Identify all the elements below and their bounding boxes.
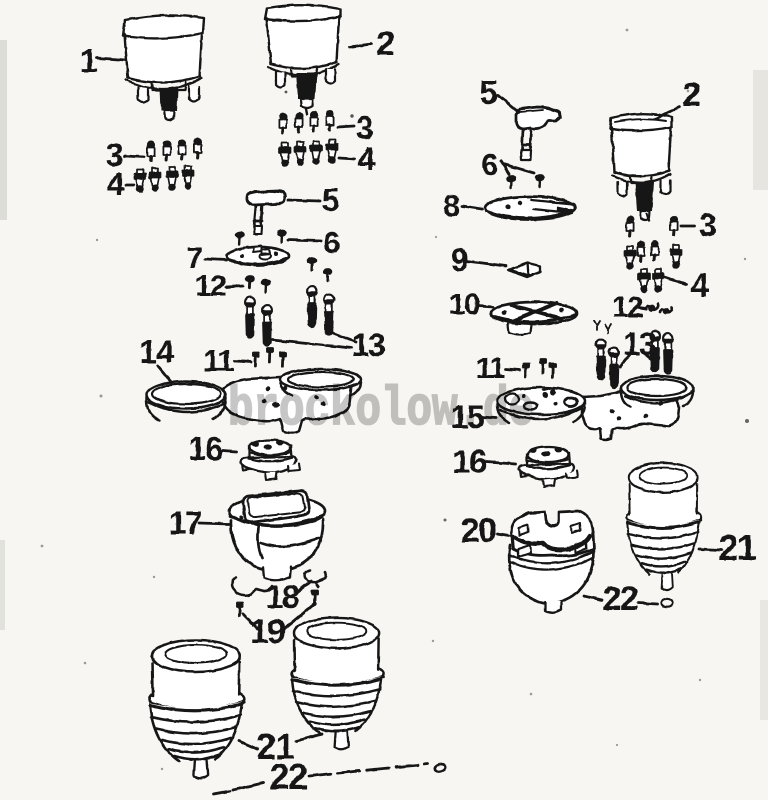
svg-text:11: 11 bbox=[476, 352, 506, 385]
svg-text:20: 20 bbox=[461, 512, 496, 550]
svg-text:12: 12 bbox=[612, 291, 643, 324]
svg-text:13: 13 bbox=[623, 326, 656, 362]
svg-text:13: 13 bbox=[352, 327, 385, 363]
svg-text:21: 21 bbox=[718, 527, 757, 568]
svg-text:4: 4 bbox=[107, 166, 125, 202]
svg-text:5: 5 bbox=[479, 74, 497, 112]
svg-text:5: 5 bbox=[322, 182, 339, 218]
svg-text:4: 4 bbox=[690, 267, 709, 305]
svg-text:8: 8 bbox=[443, 190, 459, 223]
svg-text:9: 9 bbox=[451, 242, 468, 278]
svg-text:15: 15 bbox=[451, 399, 484, 435]
svg-text:2: 2 bbox=[682, 76, 700, 114]
svg-text:17: 17 bbox=[169, 505, 202, 541]
svg-text:2: 2 bbox=[376, 25, 394, 63]
svg-text:14: 14 bbox=[139, 333, 175, 370]
svg-text:3: 3 bbox=[106, 137, 123, 173]
svg-text:3: 3 bbox=[699, 207, 716, 243]
svg-text:4: 4 bbox=[358, 141, 376, 177]
svg-text:1: 1 bbox=[80, 42, 98, 79]
svg-text:brockolow.de: brockolow.de bbox=[228, 378, 534, 441]
svg-text:6: 6 bbox=[481, 147, 498, 182]
svg-text:6: 6 bbox=[323, 225, 340, 260]
svg-text:21: 21 bbox=[256, 726, 295, 767]
svg-text:16: 16 bbox=[452, 443, 487, 480]
svg-text:3: 3 bbox=[356, 110, 373, 146]
svg-text:12: 12 bbox=[195, 270, 226, 303]
svg-text:22: 22 bbox=[269, 756, 307, 797]
svg-text:19: 19 bbox=[250, 613, 285, 651]
svg-text:11: 11 bbox=[203, 343, 234, 378]
svg-text:16: 16 bbox=[188, 430, 223, 467]
svg-text:22: 22 bbox=[603, 580, 638, 618]
svg-text:18: 18 bbox=[266, 579, 299, 615]
svg-text:10: 10 bbox=[449, 288, 480, 321]
svg-text:7: 7 bbox=[186, 242, 202, 275]
